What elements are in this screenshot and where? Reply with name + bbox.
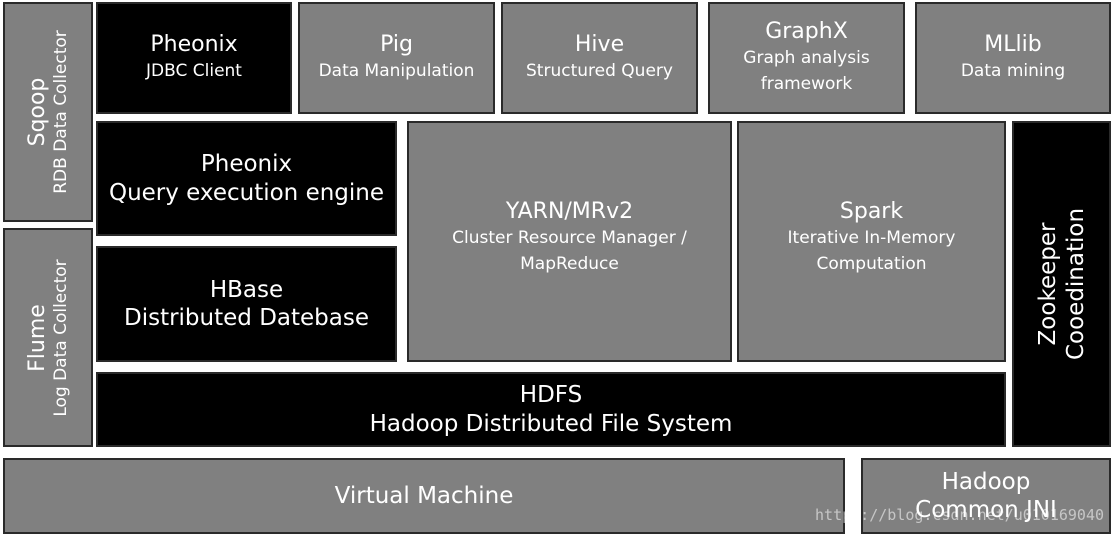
sqoop-subtitle: RDB Data Collector: [50, 30, 71, 194]
mllib-title: MLlib: [984, 31, 1042, 57]
hbase-block: HBase Distributed Datebase: [96, 246, 397, 362]
pheonix-engine-block: Pheonix Query execution engine: [96, 121, 397, 236]
pheonix-engine-line1: Pheonix: [200, 151, 293, 178]
spark-block: Spark Iterative In-Memory Computation: [737, 121, 1006, 362]
spark-line1: Iterative In-Memory: [787, 227, 956, 248]
pig-title: Pig: [380, 31, 413, 57]
pheonix-jdbc-block: Pheonix JDBC Client: [96, 2, 292, 114]
hive-title: Hive: [574, 31, 625, 57]
flume-block: Flume Log Data Collector: [3, 228, 93, 447]
hdfs-line2: Hadoop Distributed File System: [369, 410, 733, 437]
flume-title: Flume: [25, 303, 50, 372]
hdfs-block: HDFS Hadoop Distributed File System: [96, 372, 1006, 447]
hive-subtitle: Structured Query: [526, 60, 673, 81]
mllib-subtitle: Data mining: [960, 60, 1066, 81]
yarn-title: YARN/MRv2: [505, 199, 634, 224]
pheonix-jdbc-title: Pheonix: [150, 31, 238, 57]
zookeeper-line2: Cooedination: [1062, 207, 1089, 361]
pheonix-engine-line2: Query execution engine: [108, 179, 385, 206]
pig-subtitle: Data Manipulation: [318, 60, 475, 81]
sqoop-title: Sqoop: [25, 77, 50, 147]
yarn-line1: Cluster Resource Manager /: [452, 227, 687, 248]
hbase-line2: Distributed Datebase: [123, 305, 369, 331]
graphx-title: GraphX: [765, 18, 848, 44]
graphx-block: GraphX Graph analysis framework: [708, 2, 905, 114]
hadoop-common-line1: Hadoop: [941, 468, 1031, 495]
graphx-subtitle-line2: framework: [760, 73, 853, 94]
zookeeper-line1: Zookeeper: [1034, 222, 1061, 346]
flume-subtitle: Log Data Collector: [50, 258, 71, 417]
hbase-line1: HBase: [209, 276, 284, 303]
hadoop-common-line2: Common JNI: [915, 497, 1057, 523]
zookeeper-block: Zookeeper Cooedination: [1012, 121, 1111, 447]
hadoop-common-block: Hadoop Common JNI: [861, 458, 1111, 534]
hdfs-line1: HDFS: [519, 382, 583, 409]
spark-line2: Computation: [816, 254, 927, 275]
sqoop-block: Sqoop RDB Data Collector: [3, 2, 93, 222]
mllib-block: MLlib Data mining: [915, 2, 1111, 114]
virtual-machine-block: Virtual Machine: [3, 458, 845, 534]
spark-title: Spark: [839, 199, 904, 224]
yarn-line2: MapReduce: [520, 254, 619, 275]
virtual-machine-label: Virtual Machine: [334, 482, 514, 509]
watermark-text: https://blog.csdn.net/u010169040: [815, 506, 1104, 524]
hive-block: Hive Structured Query: [501, 2, 698, 114]
yarn-block: YARN/MRv2 Cluster Resource Manager / Map…: [407, 121, 732, 362]
pheonix-jdbc-subtitle: JDBC Client: [146, 60, 242, 81]
pig-block: Pig Data Manipulation: [298, 2, 495, 114]
graphx-subtitle-line1: Graph analysis: [743, 47, 870, 68]
